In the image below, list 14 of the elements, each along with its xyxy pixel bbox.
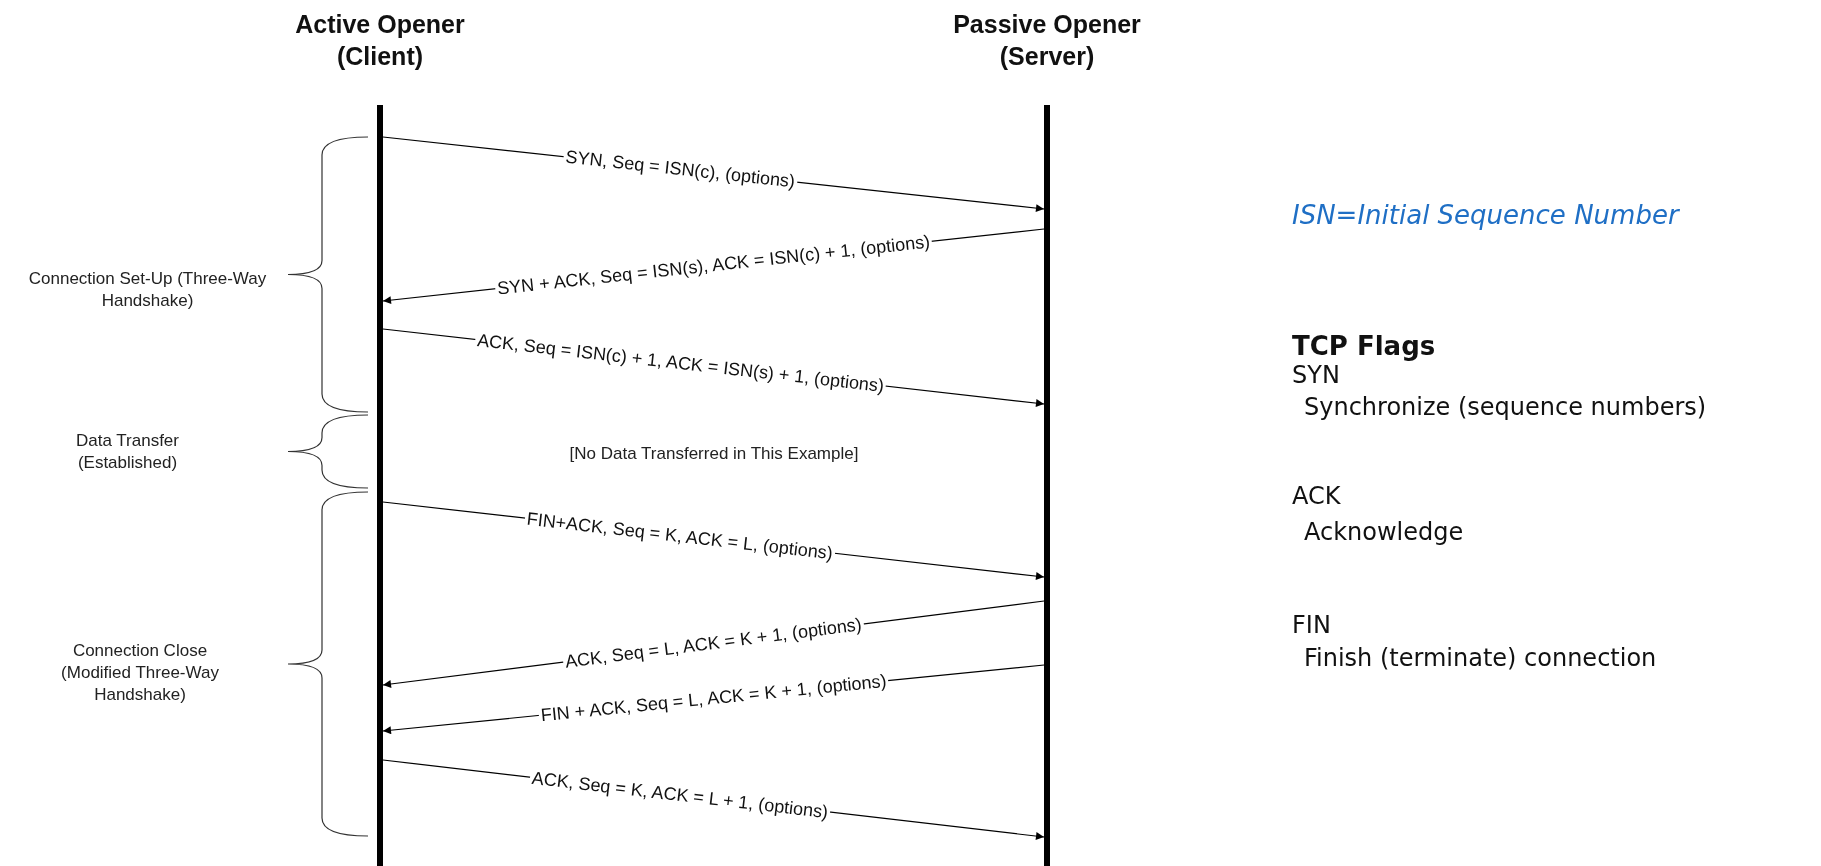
flag-name: SYN — [1292, 360, 1340, 390]
participant-label: Passive Opener (Server) — [952, 9, 1142, 72]
note-text: [No Data Transferred in This Example] — [568, 443, 860, 465]
legend-heading: TCP Flags — [1292, 331, 1436, 361]
flag-description: Acknowledge — [1304, 517, 1464, 547]
flag-name: ACK — [1292, 481, 1341, 511]
flag-description: Finish (terminate) connection — [1304, 643, 1657, 673]
phase-label: Data Transfer (Established) — [75, 430, 180, 474]
flag-description: Synchronize (sequence numbers) — [1304, 392, 1707, 422]
participant-label: Active Opener (Client) — [294, 9, 466, 72]
phase-label: Connection Close (Modified Three-Way Handshake) — [60, 640, 220, 706]
flag-name: FIN — [1292, 610, 1331, 640]
definition-text: ISN=Initial Sequence Number — [1292, 200, 1679, 230]
phase-label: Connection Set-Up (Three-Way Handshake) — [27, 268, 268, 312]
